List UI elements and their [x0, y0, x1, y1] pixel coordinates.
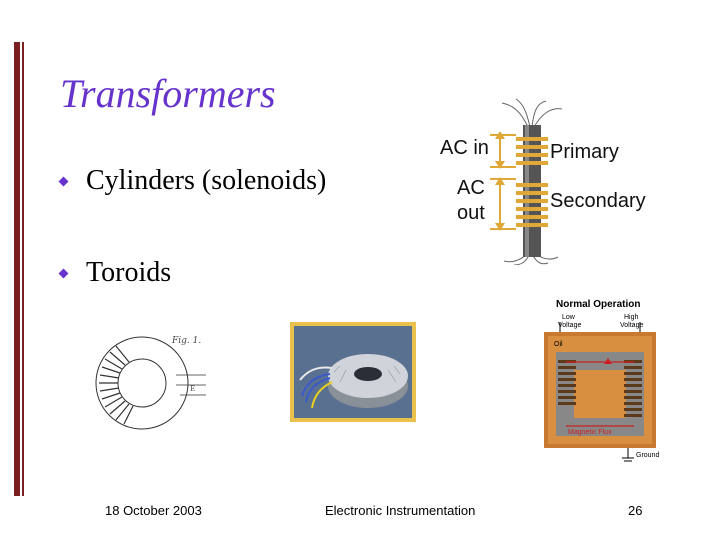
left-border-line: [22, 42, 24, 496]
high-voltage-label: High: [624, 314, 639, 321]
normal-operation-diagram: Normal Operation Low Voltage High Voltag…: [544, 299, 659, 462]
toroid-sketch: Fig. 1. E: [95, 336, 206, 430]
toroid-photo: [290, 322, 416, 422]
bullet-diamond-icon: [58, 268, 69, 278]
bullet-diamond-icon: [58, 176, 69, 186]
solenoid-diagram: [490, 98, 563, 265]
bullet-text: Cylinders (solenoids): [86, 165, 327, 196]
bullet-item-cylinders: Cylinders (solenoids): [58, 165, 327, 197]
diagram-title: Normal Operation: [556, 299, 640, 310]
low-voltage-label: Low: [562, 314, 576, 321]
ground-label: Ground: [636, 452, 659, 459]
ac-out-label-2: out: [457, 202, 485, 224]
slide-title: Transformers: [60, 71, 276, 116]
low-voltage-label-2: Voltage: [558, 322, 581, 329]
ac-out-label: AC: [457, 177, 485, 199]
footer-page-number: 26: [628, 503, 643, 518]
svg-text:Fig. 1.: Fig. 1.: [171, 336, 201, 346]
left-border-bar: [14, 42, 20, 496]
primary-label: Primary: [550, 141, 619, 163]
svg-text:E: E: [190, 385, 195, 393]
high-voltage-label-2: Voltage: [620, 322, 643, 329]
bullet-text: Toroids: [86, 257, 172, 288]
magnetic-flux-label: Magnetic Flux: [568, 429, 612, 436]
secondary-label: Secondary: [550, 190, 646, 212]
ac-in-label: AC in: [440, 137, 489, 159]
oil-label: Oil: [554, 341, 563, 348]
bullet-item-toroids: Toroids: [58, 257, 172, 289]
footer-course: Electronic Instrumentation: [325, 503, 476, 518]
footer-date: 18 October 2003: [105, 503, 202, 518]
